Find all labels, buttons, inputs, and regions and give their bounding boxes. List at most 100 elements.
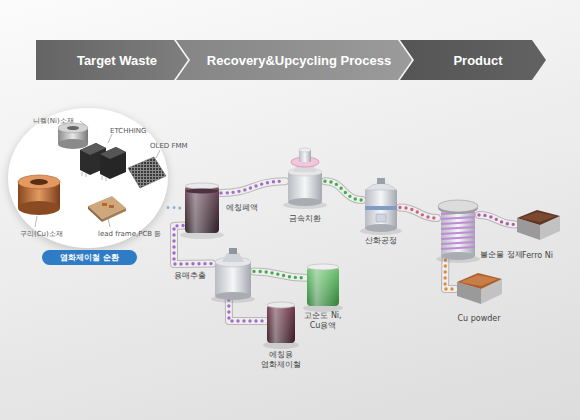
pipe-tube bbox=[400, 208, 437, 219]
refining-coil-vessel bbox=[441, 232, 475, 234]
flow-dots bbox=[479, 215, 515, 224]
oxidation-tank bbox=[365, 190, 397, 228]
etching-chips bbox=[80, 143, 106, 175]
displacement-vessel bbox=[288, 168, 322, 176]
displacement-vessel bbox=[288, 198, 322, 206]
lead-frame-plate bbox=[88, 206, 102, 222]
copper-coil bbox=[18, 201, 60, 215]
solvent-extraction-vessel bbox=[215, 292, 251, 300]
refining-coil-vessel bbox=[441, 212, 475, 249]
pipe-tube bbox=[254, 271, 305, 277]
displacement-vessel bbox=[291, 157, 319, 167]
nickel-roll bbox=[58, 139, 88, 149]
process-unit: 금속치환 bbox=[285, 150, 325, 202]
waste-item-label: lead frame,PCB 등 bbox=[98, 229, 178, 239]
process-unit: 에칭용 염화제이철 bbox=[265, 302, 297, 344]
ferro-ni-tray bbox=[517, 218, 540, 240]
unit-label: 금속치환 bbox=[281, 214, 329, 224]
waste-liquid-beaker bbox=[186, 189, 218, 194]
solvent-extraction-vessel bbox=[215, 257, 251, 267]
pipe-tube bbox=[174, 226, 212, 265]
copper-coil bbox=[35, 216, 37, 227]
waste-item-label: 니켈(Ni)소재 bbox=[33, 116, 93, 126]
nickel-roll bbox=[58, 121, 88, 149]
oxidation-tank bbox=[365, 178, 397, 232]
displacement-vessel bbox=[293, 162, 317, 172]
cycle-pill: 염화제이철 순환 bbox=[42, 250, 137, 265]
cu-powder-tray bbox=[481, 279, 502, 304]
displacement-vessel bbox=[288, 148, 322, 206]
etching-chips bbox=[100, 147, 126, 159]
solvent-extraction-vessel bbox=[222, 253, 244, 262]
oxidation-tank bbox=[365, 183, 397, 190]
oxidation-tank bbox=[365, 206, 397, 210]
pipe-tube bbox=[325, 181, 362, 200]
pipe-tube bbox=[254, 271, 305, 277]
lead-frame-plate bbox=[88, 196, 126, 227]
ferro-ni-tray bbox=[520, 212, 556, 222]
cu-powder-tray bbox=[460, 275, 498, 286]
waste-liquid-beaker bbox=[185, 183, 219, 233]
refining-coil-vessel bbox=[441, 212, 475, 214]
pipe-connector bbox=[168, 207, 183, 209]
unit-label: 에칭폐액 bbox=[226, 203, 270, 213]
equipment-shadow bbox=[180, 231, 224, 239]
equipment-shadow bbox=[180, 201, 480, 349]
unit-label: 용매추출 bbox=[174, 271, 212, 281]
cu-powder-tray bbox=[457, 273, 502, 304]
pipe-connector bbox=[325, 181, 362, 200]
etching-chips bbox=[100, 147, 126, 179]
flow-dots bbox=[229, 300, 265, 321]
stage-band: Target Waste bbox=[36, 40, 188, 80]
refining-coil-vessel bbox=[441, 252, 475, 260]
flow-dots bbox=[254, 271, 305, 277]
displacement-vessel bbox=[299, 148, 311, 152]
waste-liquid-beaker bbox=[185, 183, 219, 189]
product-label: Cu powder bbox=[451, 314, 507, 324]
unit-label: 산화공정 bbox=[357, 236, 405, 246]
pill-label: 염화제이철 순환 bbox=[60, 253, 119, 263]
stage-label: Product bbox=[453, 53, 502, 68]
ferro-ni-tray bbox=[540, 216, 560, 240]
process-unit: 산화공정 bbox=[362, 180, 400, 230]
flow-dots bbox=[221, 181, 285, 193]
green-solution-beaker bbox=[307, 267, 339, 306]
pipe-connector bbox=[254, 271, 305, 277]
product-tray: Cu powder bbox=[455, 272, 503, 306]
process-unit: 에칭폐액 bbox=[183, 183, 221, 233]
pipe-tube bbox=[221, 181, 285, 193]
stage-band: Recovery&Upcycling Process bbox=[176, 40, 412, 80]
pipe-connector bbox=[221, 181, 285, 193]
refining-coil-vessel bbox=[441, 237, 475, 239]
oxidation-tank bbox=[376, 214, 386, 222]
refining-coil-vessel bbox=[441, 247, 475, 249]
equipment-shadow bbox=[436, 255, 480, 263]
pipe-connector bbox=[445, 260, 455, 289]
waste-liquid-beaker bbox=[185, 186, 219, 233]
nickel-roll bbox=[67, 126, 79, 130]
etchant-beaker bbox=[267, 305, 295, 343]
equipment-shadow bbox=[283, 201, 327, 209]
waste-item-label: 구리(Cu)소재 bbox=[20, 229, 76, 239]
pipe-tube bbox=[445, 260, 455, 289]
ferro-ni-tray bbox=[517, 210, 560, 225]
green-solution-beaker bbox=[307, 264, 339, 306]
refining-coil-vessel bbox=[441, 227, 475, 229]
displacement-vessel bbox=[299, 150, 311, 162]
waste-ellipse: 니켈(Ni)소재ETCHHINGOLED FMM구리(Cu)소재lead fra… bbox=[8, 108, 168, 248]
oled-fmm-mesh bbox=[156, 150, 160, 158]
pipe-tube bbox=[400, 208, 437, 219]
pipe-connector bbox=[174, 226, 212, 265]
etching-chips bbox=[82, 172, 106, 181]
green-solution-beaker bbox=[307, 264, 339, 270]
process-unit: 용매추출 bbox=[212, 248, 254, 300]
oxidation-tank bbox=[365, 224, 397, 232]
equipment-shadow bbox=[303, 304, 343, 312]
nickel-roll bbox=[58, 123, 88, 133]
lead-frame-plate bbox=[88, 196, 126, 219]
equipment-shadow bbox=[360, 227, 402, 235]
etching-chips bbox=[108, 134, 112, 143]
lead-frame-plate bbox=[102, 208, 126, 222]
lead-frame-plate bbox=[108, 218, 110, 227]
pipe-connector bbox=[479, 215, 515, 224]
